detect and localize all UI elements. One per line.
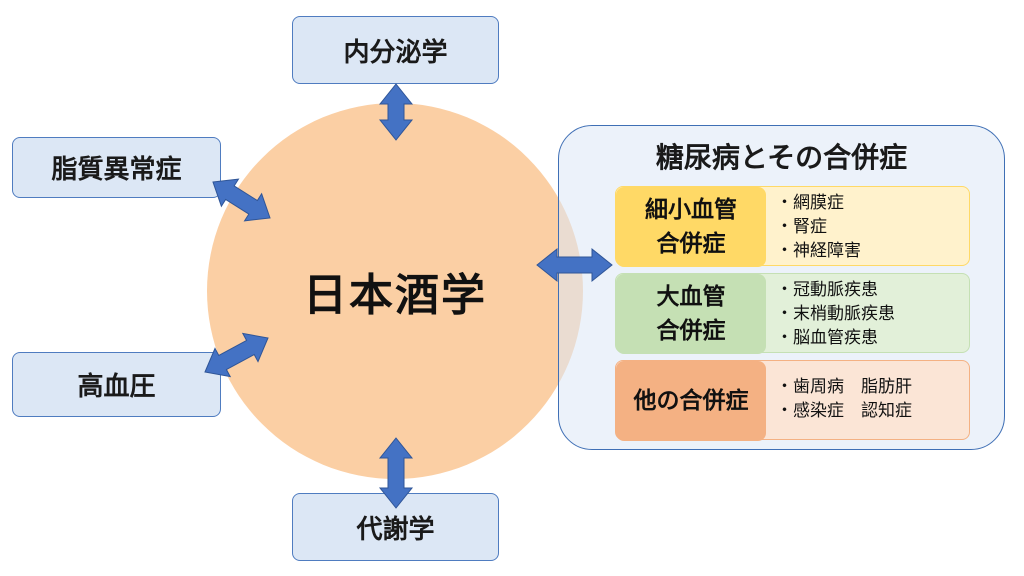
topic-box-hypertension: 高血圧 <box>12 352 221 417</box>
group-label-line: 細小血管 <box>645 197 737 223</box>
group-label: 大血管 合併症 <box>616 274 766 354</box>
topic-box-endocrinology: 内分泌学 <box>292 16 499 84</box>
complication-group-macrovascular: 大血管 合併症 ・冠動脈疾患 ・末梢動脈疾患 ・脳血管疾患 <box>615 273 970 354</box>
list-item: ・脳血管疾患 <box>776 328 878 348</box>
center-circle: 日本酒学 <box>207 103 583 479</box>
group-label-line: 合併症 <box>656 318 726 344</box>
topic-label: 脂質異常症 <box>51 155 182 185</box>
topic-label: 内分泌学 <box>343 37 448 68</box>
group-label-line: 合併症 <box>656 231 726 257</box>
topic-box-dyslipidemia: 脂質異常症 <box>12 137 221 198</box>
complication-group-other: 他の合併症 ・歯周病 脂肪肝 ・感染症 認知症 <box>615 360 970 441</box>
group-label-line: 大血管 <box>656 284 726 310</box>
list-item: ・腎症 <box>776 217 827 237</box>
list-item: ・神経障害 <box>776 241 861 261</box>
center-label: 日本酒学 <box>303 270 487 321</box>
group-label: 細小血管 合併症 <box>616 187 766 267</box>
list-item: ・歯周病 脂肪肝 <box>776 377 912 397</box>
group-label-line: 他の合併症 <box>633 388 749 414</box>
group-items: ・網膜症 ・腎症 ・神経障害 <box>776 191 965 263</box>
topic-label: 代謝学 <box>356 514 435 545</box>
complication-group-microvascular: 細小血管 合併症 ・網膜症 ・腎症 ・神経障害 <box>615 186 970 267</box>
diabetes-panel: 糖尿病とその合併症 細小血管 合併症 ・網膜症 ・腎症 ・神経障害 大血管 合併… <box>558 125 1005 450</box>
list-item: ・網膜症 <box>776 193 844 213</box>
group-items: ・冠動脈疾患 ・末梢動脈疾患 ・脳血管疾患 <box>776 278 965 350</box>
list-item: ・冠動脈疾患 <box>776 280 878 300</box>
list-item: ・末梢動脈疾患 <box>776 304 895 324</box>
topic-label: 高血圧 <box>77 372 156 402</box>
panel-title: 糖尿病とその合併症 <box>655 141 908 174</box>
group-items: ・歯周病 脂肪肝 ・感染症 認知症 <box>776 375 965 423</box>
topic-box-metabolism: 代謝学 <box>292 493 499 561</box>
group-label: 他の合併症 <box>616 361 766 441</box>
list-item: ・感染症 認知症 <box>776 401 912 421</box>
